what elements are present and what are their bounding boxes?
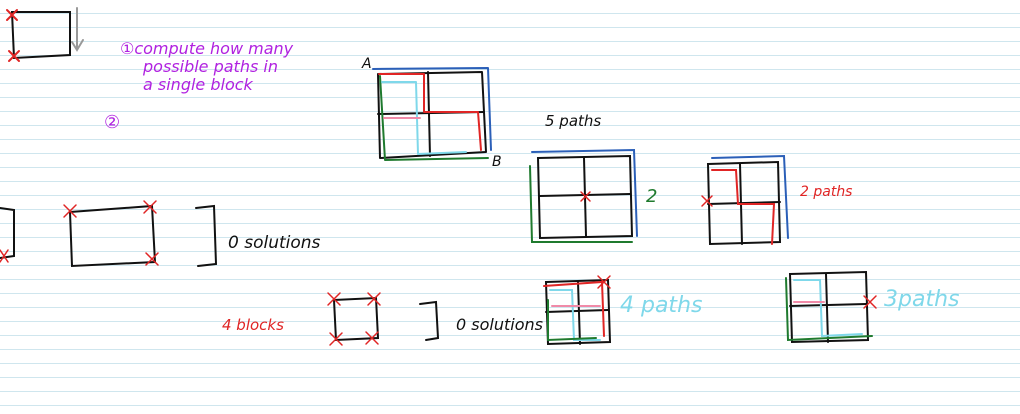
partial-block-left-edge [0,207,15,263]
small-square-four-corners [327,292,440,346]
label-b: B [492,154,502,170]
grid-two-paths-green [529,148,638,243]
four-blocks-label: 4 blocks [222,316,284,334]
grid-two-paths-red [701,154,789,246]
grid-a-to-b [372,67,492,161]
zero-solutions-label-1: 0 solutions [228,233,321,253]
five-paths-label: 5 paths [545,112,601,130]
step1-line1: ①compute how many [120,39,294,58]
four-paths-label: 4 paths [620,293,702,318]
step2-marker: ② [104,112,120,133]
step1-line2: possible paths in [142,57,278,76]
label-a: A [361,56,372,72]
two-paths-label: 2 paths [800,184,852,200]
small-block-top-left [6,9,71,62]
block-rectangle-corners [63,200,218,268]
grid-three-paths [785,270,877,344]
step1-line3: a single block [143,75,254,94]
three-paths-label: 3paths [884,287,959,312]
down-arrow-icon [71,7,84,52]
green-two-label: 2 [646,186,657,207]
grid-four-paths [543,275,612,346]
zero-solutions-label-2: 0 solutions [456,315,543,334]
